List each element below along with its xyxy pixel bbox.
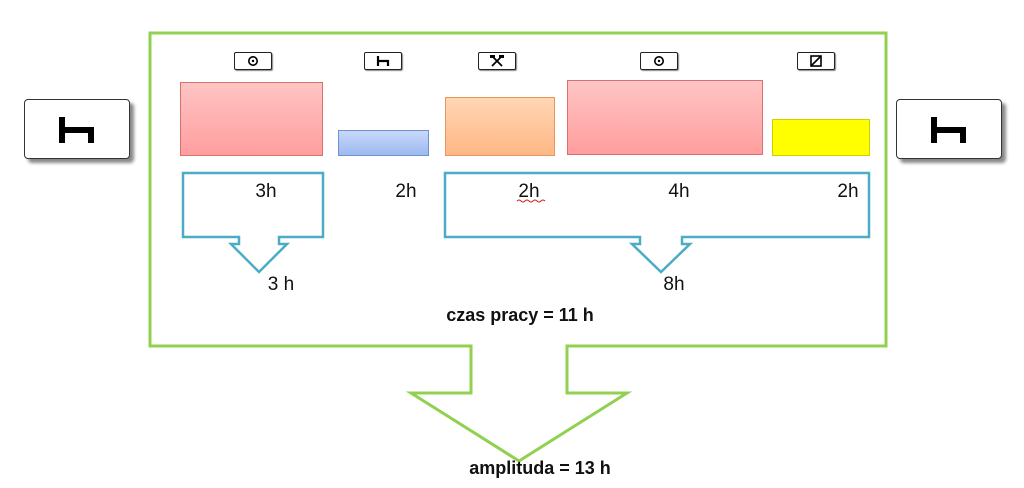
left-bracket-arrow <box>181 171 325 274</box>
driving-slash-icon <box>797 52 835 70</box>
availability-circle-icon <box>234 52 272 70</box>
work-time-total: czas pracy = 11 h <box>446 305 594 325</box>
other-work-hammers-icon <box>478 52 516 70</box>
segment-hours-2: 2h <box>395 181 417 202</box>
rest-symbol-right <box>896 99 1002 159</box>
segment-bar-4 <box>567 80 763 155</box>
availability-circle-icon <box>640 52 678 70</box>
segment-bar-3 <box>445 97 555 156</box>
segment-hours-3: 2h <box>518 181 540 202</box>
right-sum: 8h <box>663 274 685 295</box>
segment-bar-5 <box>772 119 870 156</box>
segment-hours-1: 3h <box>255 181 277 202</box>
segment-bar-1 <box>180 82 323 156</box>
bed-icon <box>931 117 966 143</box>
segment-hours-4: 4h <box>668 181 690 202</box>
segment-bar-2 <box>338 130 429 156</box>
right-bracket-arrow <box>443 171 871 274</box>
segment-hours-5: 2h <box>837 181 859 202</box>
amplitude-total: amplituda = 13 h <box>469 458 611 478</box>
rest-bed-icon <box>364 52 402 70</box>
bed-icon <box>59 117 94 143</box>
rest-symbol-left <box>24 99 130 159</box>
left-sum: 3 h <box>267 274 295 295</box>
